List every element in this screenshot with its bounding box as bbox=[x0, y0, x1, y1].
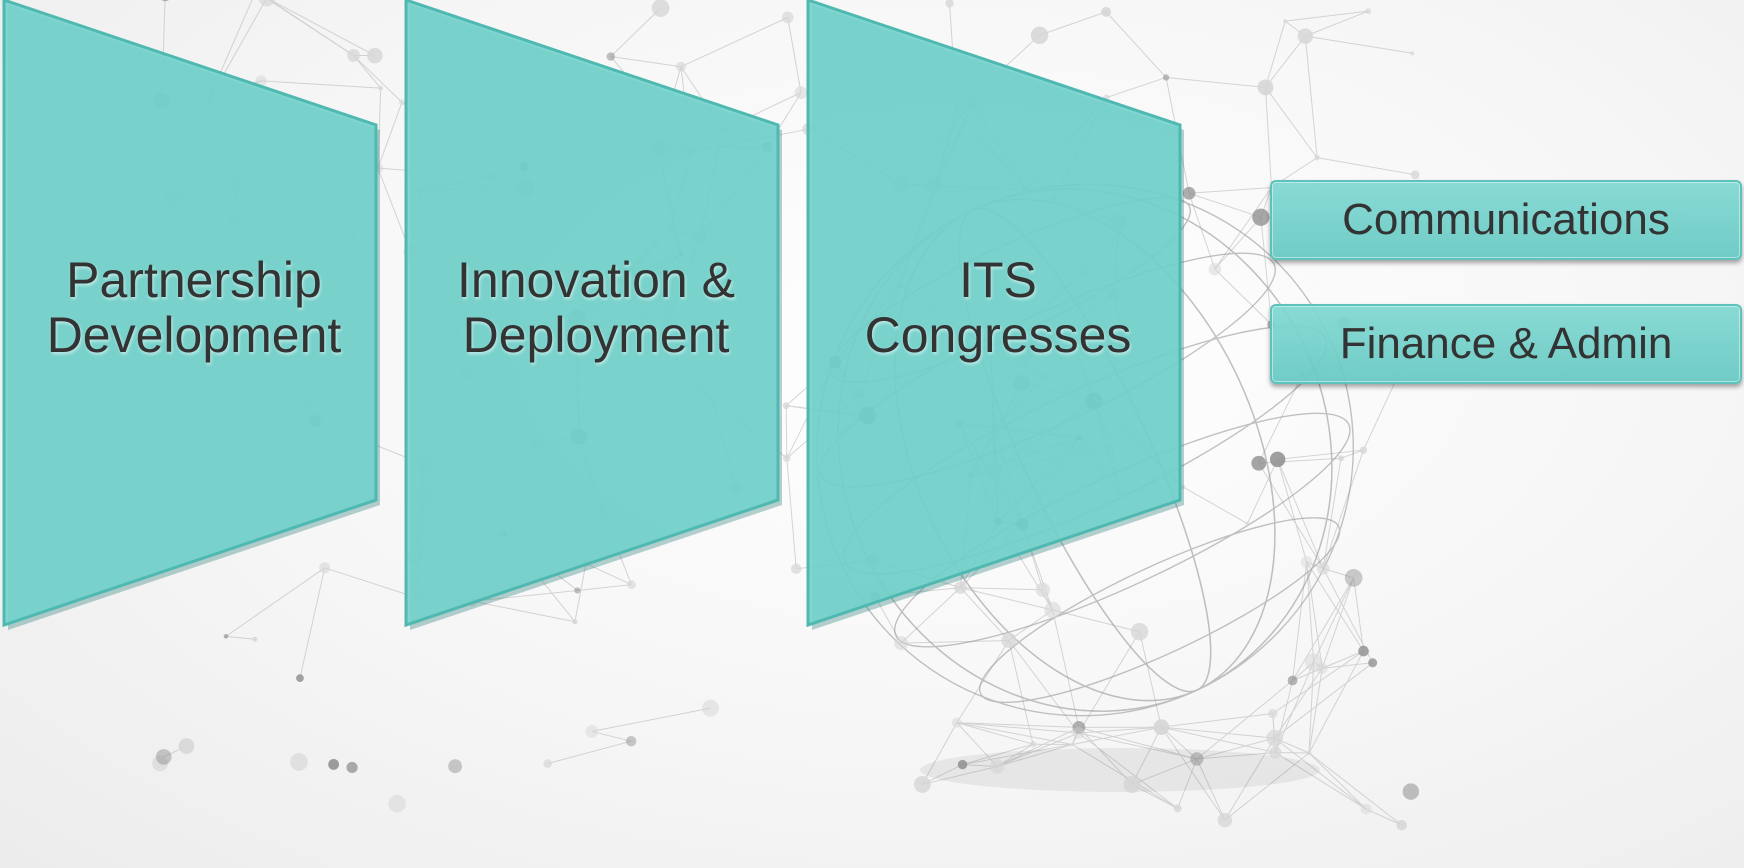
panel-label-line-1: ITS bbox=[959, 252, 1037, 308]
panel-innovation-deployment: Innovation & Deployment bbox=[404, 0, 786, 630]
panel-label: Innovation & Deployment bbox=[406, 253, 786, 363]
panel-label-line-2: Deployment bbox=[462, 307, 730, 363]
panel-label-line-1: Partnership bbox=[66, 252, 322, 308]
panel-label-line-2: Congresses bbox=[864, 307, 1132, 363]
box-finance-admin: Finance & Admin bbox=[1270, 304, 1742, 384]
panel-shape bbox=[2, 0, 380, 630]
panel-label-line-1: Innovation & bbox=[457, 252, 735, 308]
panel-partnership-development: Partnership Development bbox=[2, 0, 384, 630]
panel-label-line-2: Development bbox=[46, 307, 342, 363]
panel-label: ITS Congresses bbox=[808, 253, 1188, 363]
box-communications: Communications bbox=[1270, 180, 1742, 260]
panel-shape bbox=[806, 0, 1184, 630]
panel-shape bbox=[404, 0, 782, 630]
panel-label: Partnership Development bbox=[4, 253, 384, 363]
panel-its-congresses: ITS Congresses bbox=[806, 0, 1188, 630]
